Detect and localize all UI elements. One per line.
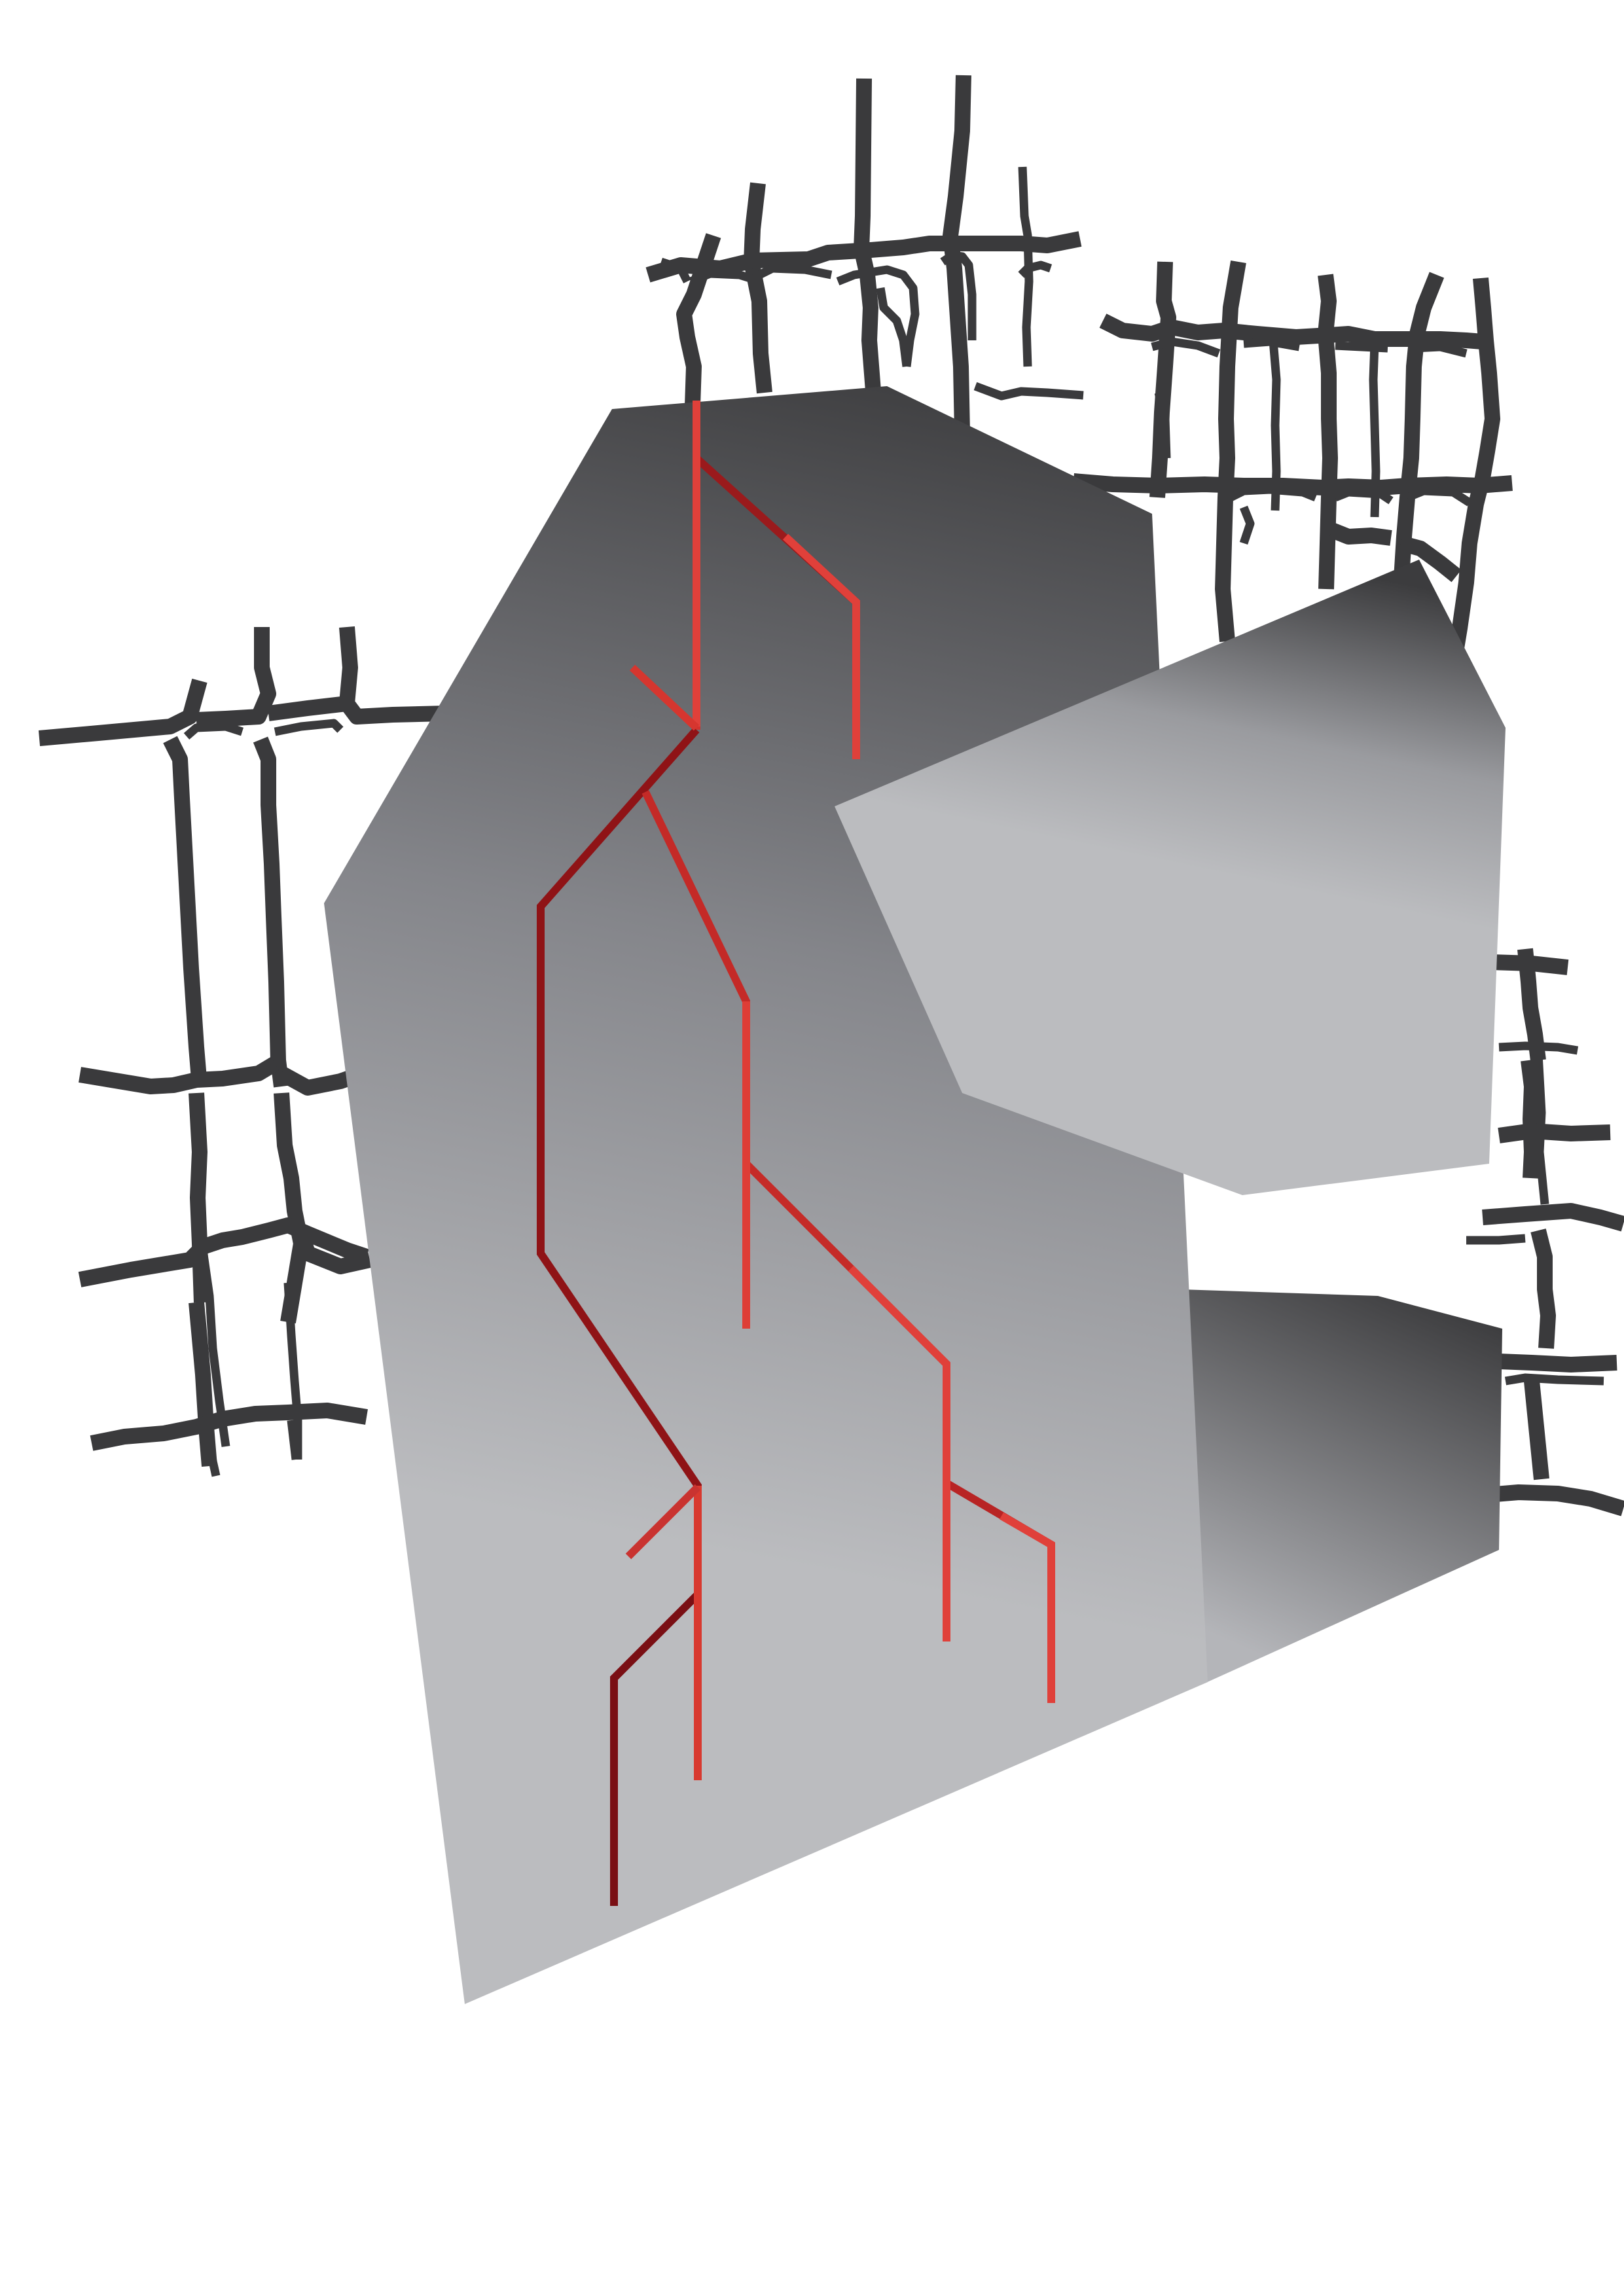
main-panel [324, 386, 1208, 2004]
vein-left-leaf [610, 1591, 701, 1906]
crack-grid-left [38, 626, 446, 1477]
crack-grid-top [645, 75, 1084, 459]
right-tilted-panel [835, 560, 1506, 1195]
red-vein-highlights [625, 401, 1055, 1780]
lower-right-panel [1126, 1288, 1502, 1683]
crack-grid-upper-right [1073, 260, 1513, 669]
